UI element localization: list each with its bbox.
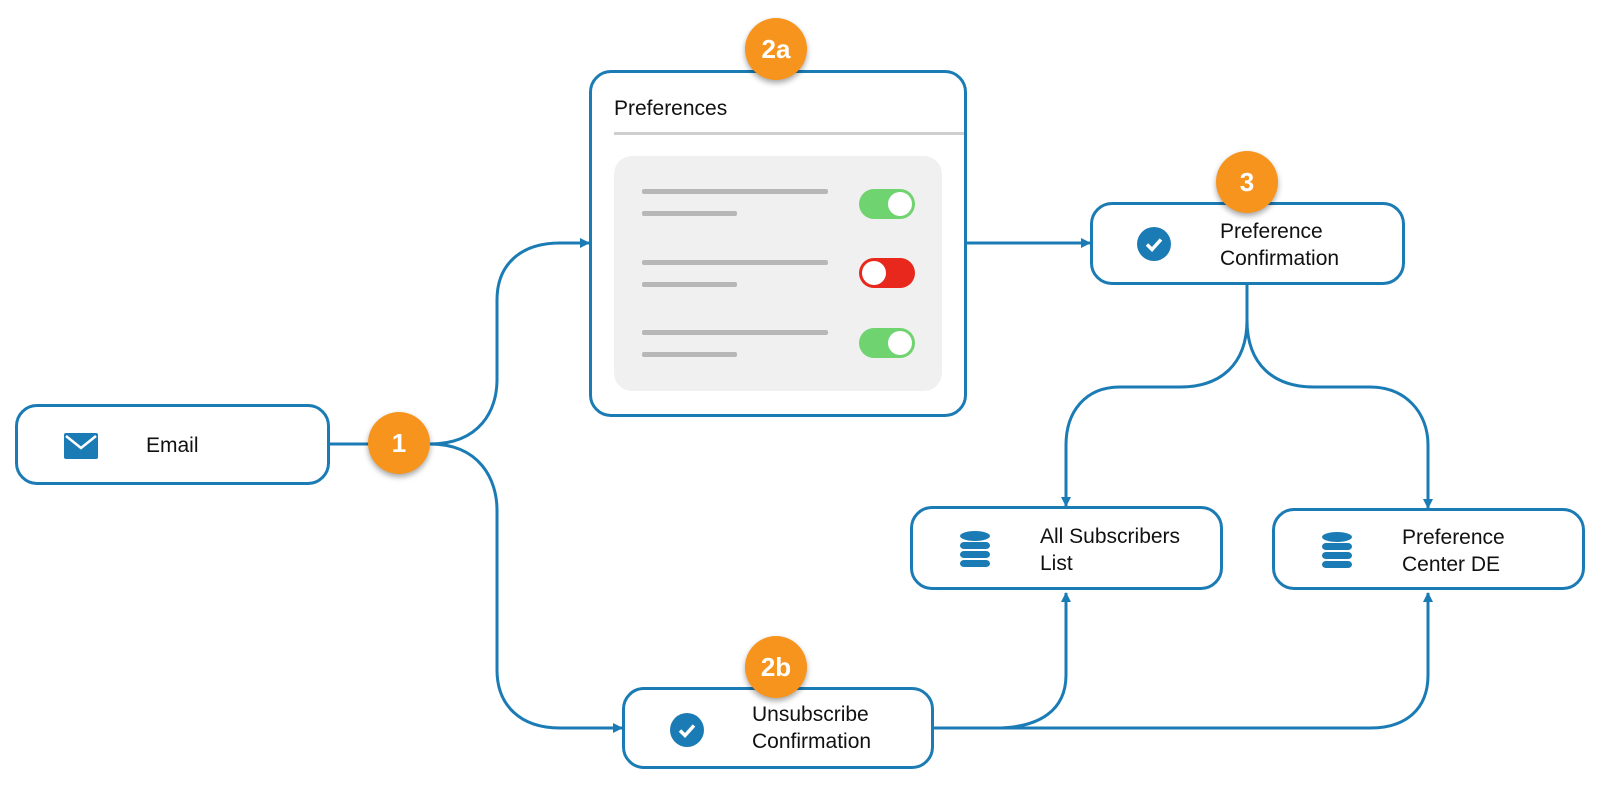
preferences-divider — [614, 132, 964, 135]
envelope-icon — [64, 433, 98, 459]
all-subscribers-node: All Subscribers List — [910, 506, 1223, 590]
connector-unsubscribe-to-preference-center — [934, 592, 1433, 730]
preference-row-subtext — [642, 282, 737, 287]
preference-toggle-1[interactable] — [859, 189, 915, 219]
preference-center-de-label-1: Preference — [1402, 526, 1505, 549]
database-icon — [1322, 532, 1352, 568]
preference-row-text — [642, 189, 828, 194]
preference-row-text — [642, 330, 828, 335]
preference-toggle-3[interactable] — [859, 328, 915, 358]
check-circle-icon — [1137, 227, 1171, 261]
email-node: Email — [15, 404, 330, 485]
unsubscribe-confirmation-label-2: Confirmation — [752, 730, 872, 753]
step-badge-3: 3 — [1216, 151, 1278, 213]
unsubscribe-confirmation-label-1: Unsubscribe — [752, 703, 869, 726]
email-label: Email — [146, 434, 199, 457]
preferences-node: Preferences — [589, 70, 967, 417]
unsubscribe-confirmation-node: Unsubscribe Confirmation — [622, 687, 934, 769]
preferences-panel — [614, 156, 942, 391]
preferences-title: Preferences — [614, 97, 728, 120]
preference-toggle-2[interactable] — [859, 258, 915, 288]
connector-confirmation-to-preference-center — [1245, 319, 1433, 509]
preference-confirmation-label-2: Confirmation — [1220, 247, 1340, 270]
preference-row-text — [642, 260, 828, 265]
all-subscribers-label-1: All Subscribers — [1040, 525, 1181, 548]
connector-unsubscribe-to-subscribers — [934, 592, 1071, 730]
preference-row-subtext — [642, 352, 737, 357]
connector-confirmation-to-subscribers — [1061, 285, 1249, 507]
preference-confirmation-node: Preference Confirmation — [1090, 202, 1405, 285]
all-subscribers-label-2: List — [1040, 552, 1073, 575]
preference-center-de-label-2: Center DE — [1402, 553, 1501, 576]
step-badge-2a: 2a — [745, 18, 807, 80]
preference-row-subtext — [642, 211, 737, 216]
preference-confirmation-label-1: Preference — [1220, 220, 1323, 243]
check-circle-icon — [670, 713, 704, 747]
connector-email-to-unsubscribe — [429, 442, 623, 733]
step-badge-1: 1 — [368, 412, 430, 474]
step-badge-2b: 2b — [745, 636, 807, 698]
database-icon — [960, 531, 990, 567]
connector-email-to-preferences — [429, 238, 590, 446]
preference-center-de-node: Preference Center DE — [1272, 508, 1585, 590]
